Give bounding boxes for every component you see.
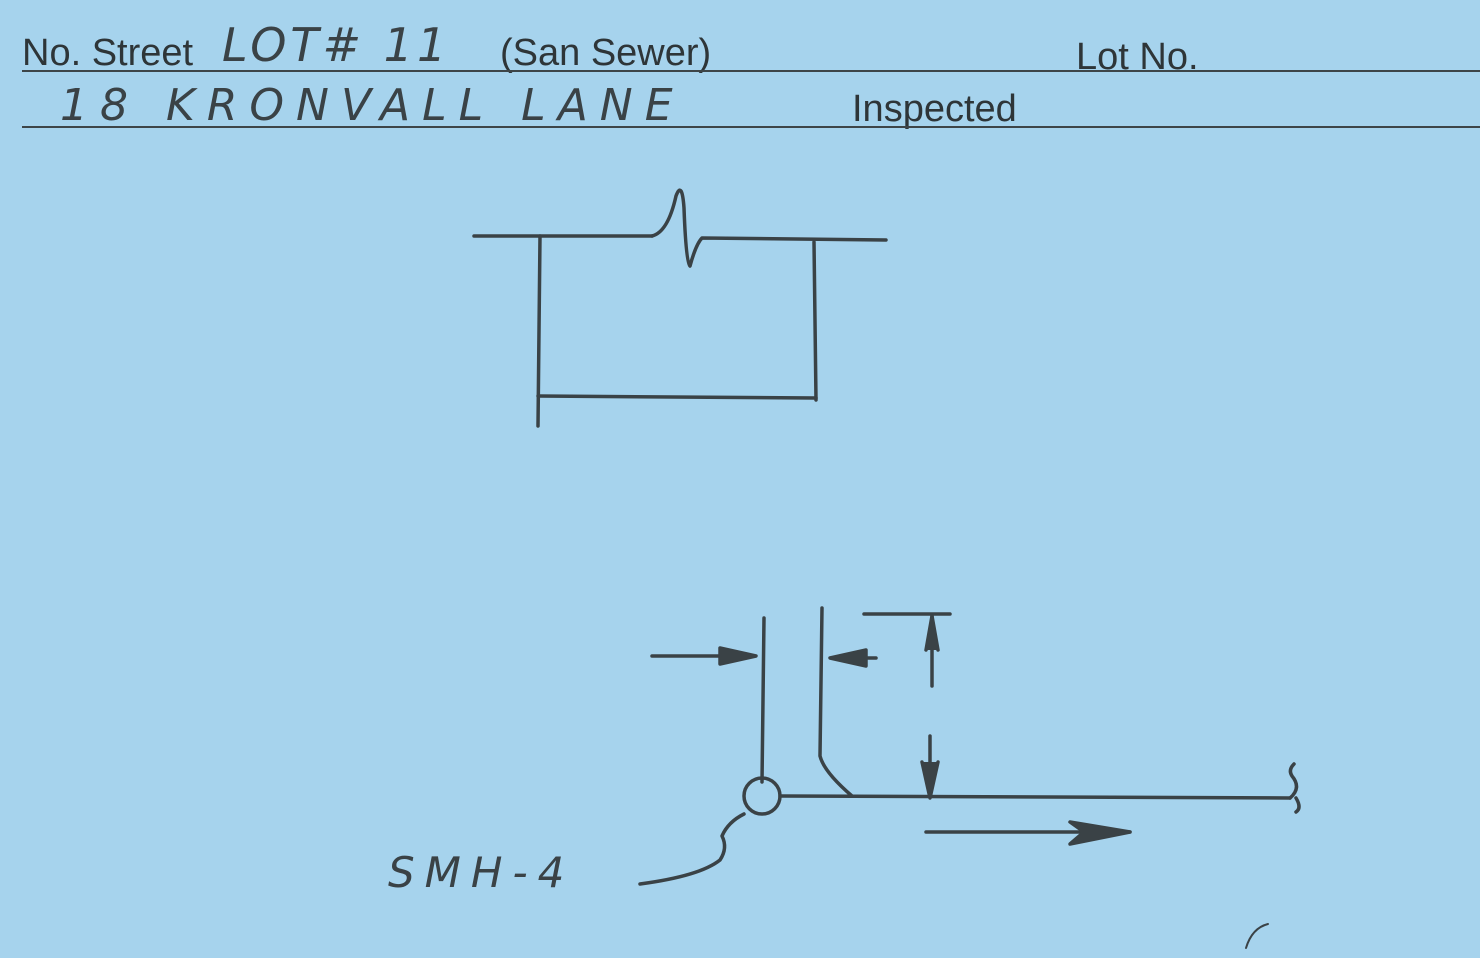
no-street-label: No. Street (22, 32, 194, 74)
sewer-main (778, 762, 1301, 814)
header-rule-1 (22, 70, 1480, 72)
service-lateral (760, 606, 854, 798)
manhole-symbol (742, 776, 782, 816)
manhole-leader (638, 812, 746, 886)
width-dimension-arrows (650, 646, 878, 668)
inspected-label: Inspected (852, 88, 1017, 130)
depth-dimension (862, 612, 952, 800)
lot-number-handwritten: LOT# 11 (222, 18, 451, 72)
flow-direction-arrow (924, 820, 1132, 846)
address-handwritten: 18 KRONVALL LANE (60, 80, 685, 131)
lot-no-label: Lot No. (1076, 36, 1199, 78)
house-outline (472, 188, 888, 428)
sewer-type-label: (San Sewer) (500, 32, 712, 74)
manhole-label-handwritten: SMH-4 (388, 848, 575, 897)
header-rule-2 (22, 126, 1480, 128)
